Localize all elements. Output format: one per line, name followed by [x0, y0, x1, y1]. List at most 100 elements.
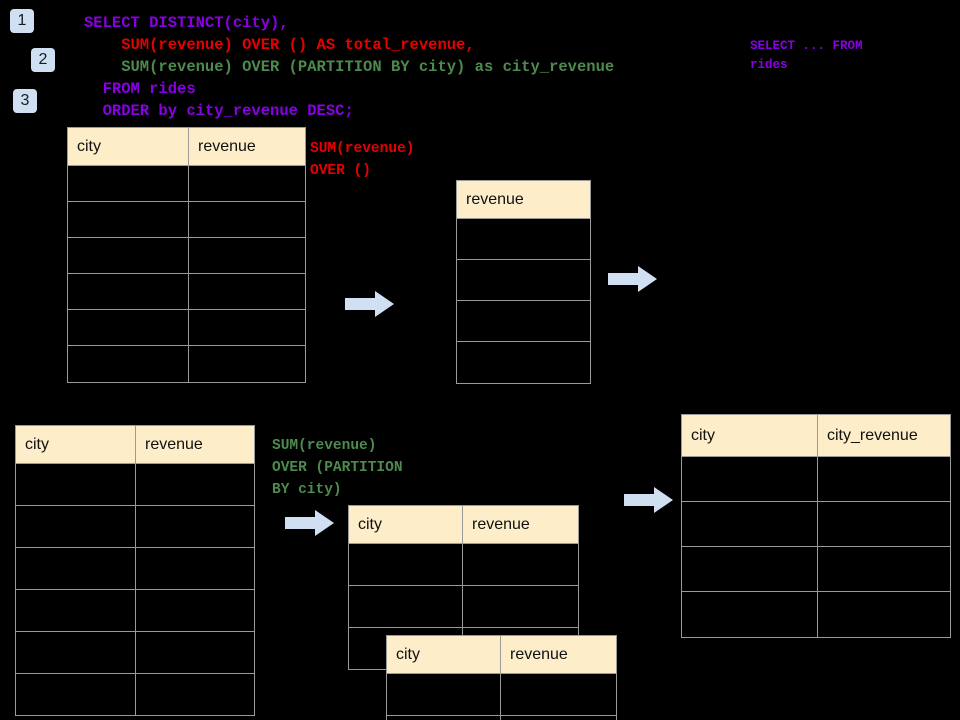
cell-revenue	[135, 463, 255, 506]
table-row	[456, 259, 591, 301]
cell-city	[15, 463, 136, 506]
arrow-bottom-right	[624, 485, 674, 520]
arrow-right-icon	[345, 291, 394, 317]
cell-revenue	[135, 673, 255, 716]
arrow-right-icon	[624, 487, 673, 513]
column-header-city: city	[67, 127, 189, 166]
table-row	[15, 505, 255, 548]
table-row	[15, 463, 255, 506]
table-row	[681, 546, 951, 592]
cell-city-revenue	[817, 501, 951, 547]
cell-revenue	[135, 631, 255, 674]
cell-revenue	[188, 237, 306, 274]
cell-city	[386, 715, 501, 720]
table-header-row: city revenue	[67, 127, 306, 166]
cell-revenue	[500, 673, 617, 716]
table-row	[15, 589, 255, 632]
arrow-right-icon	[285, 510, 334, 536]
table-row	[67, 237, 306, 274]
cell-city	[15, 673, 136, 716]
sql-line-total-revenue: SUM(revenue) OVER () AS total_revenue,	[84, 36, 475, 54]
step-badge-3: 3	[13, 89, 37, 113]
column-header-revenue: revenue	[462, 505, 579, 544]
step-badge-1: 1	[10, 9, 34, 33]
column-header-revenue: revenue	[135, 425, 255, 464]
table-row	[15, 631, 255, 674]
table-row	[386, 715, 617, 720]
total-revenue-table: revenue	[456, 180, 591, 384]
table-row	[67, 273, 306, 310]
cell-revenue	[462, 585, 579, 628]
cell-city	[681, 501, 818, 547]
annotation-over-partition-line2: OVER (PARTITION	[272, 460, 403, 476]
sql-line-select: SELECT DISTINCT(city),	[84, 14, 289, 32]
cell-revenue	[188, 309, 306, 346]
step-badge-3-label: 3	[20, 92, 30, 109]
cell-city	[67, 237, 189, 274]
cell-revenue	[188, 345, 306, 383]
column-header-city: city	[15, 425, 136, 464]
table-header-row: city revenue	[386, 635, 617, 674]
arrow-top-left	[345, 289, 395, 324]
column-header-city: city	[681, 414, 818, 457]
arrow-top-right	[608, 264, 658, 299]
cell-city	[67, 309, 189, 346]
column-header-revenue: revenue	[500, 635, 617, 674]
cell-city	[67, 273, 189, 310]
cell-city-revenue	[817, 546, 951, 592]
column-header-revenue: revenue	[188, 127, 306, 166]
table-row	[681, 591, 951, 638]
cell-revenue	[456, 259, 591, 301]
sql-line-from: FROM rides	[84, 80, 196, 98]
table-header-row: city revenue	[15, 425, 255, 464]
sql-line-city-revenue: SUM(revenue) OVER (PARTITION BY city) as…	[84, 58, 615, 76]
table-row	[15, 673, 255, 716]
annotation-over-partition-line1: SUM(revenue)	[272, 438, 377, 454]
annotation-over-empty-line1: SUM(revenue)	[310, 141, 415, 157]
column-header-city-revenue: city_revenue	[817, 414, 951, 457]
cell-city	[15, 589, 136, 632]
table-row	[67, 309, 306, 346]
table-row	[681, 501, 951, 547]
source-table-bottom: city revenue	[15, 425, 255, 716]
cell-city-revenue	[817, 456, 951, 502]
sidenote-select-line1: SELECT ... FROM	[750, 39, 863, 53]
arrow-bottom-left	[285, 508, 335, 543]
column-header-city: city	[386, 635, 501, 674]
arrow-right-icon	[608, 266, 657, 292]
cell-city-revenue	[817, 591, 951, 638]
cell-city	[348, 585, 463, 628]
step-badge-2-label: 2	[38, 51, 48, 68]
table-row	[67, 201, 306, 238]
table-row	[348, 543, 579, 586]
table-row	[681, 456, 951, 502]
cell-city	[15, 631, 136, 674]
cell-revenue	[456, 341, 591, 384]
table-row	[456, 218, 591, 260]
source-table-top: city revenue	[67, 127, 306, 383]
cell-revenue	[188, 273, 306, 310]
cell-city	[681, 546, 818, 592]
step-badge-1-label: 1	[17, 12, 27, 29]
partition-table-b: city revenue	[386, 635, 617, 720]
table-header-row: city revenue	[348, 505, 579, 544]
cell-city	[15, 547, 136, 590]
cell-revenue	[135, 505, 255, 548]
cell-revenue	[456, 218, 591, 260]
column-header-city: city	[348, 505, 463, 544]
result-table: city city_revenue	[681, 414, 951, 638]
cell-revenue	[135, 589, 255, 632]
annotation-over-empty-line2: OVER ()	[310, 163, 371, 179]
cell-city	[681, 456, 818, 502]
step-badge-2: 2	[31, 48, 55, 72]
sql-line-order-by: ORDER by city_revenue DESC;	[84, 102, 354, 120]
table-row	[386, 673, 617, 716]
table-header-row: revenue	[456, 180, 591, 219]
cell-city	[67, 165, 189, 202]
cell-revenue	[188, 201, 306, 238]
cell-revenue	[500, 715, 617, 720]
table-row	[348, 585, 579, 628]
cell-city	[348, 543, 463, 586]
table-row	[67, 165, 306, 202]
